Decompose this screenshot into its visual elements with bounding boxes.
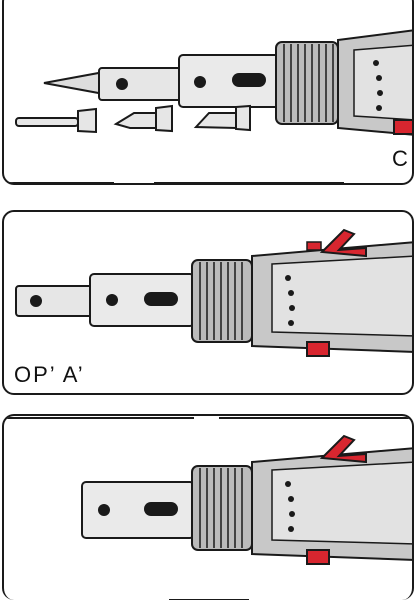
soldering-iron-with-tip xyxy=(4,29,412,183)
panel-2-caption: OP’ A’ xyxy=(14,362,85,387)
panel-1-tips: C xyxy=(2,0,414,185)
soldering-iron-hot-air-tip xyxy=(4,417,412,600)
panel-3-hot-air xyxy=(2,414,414,600)
panel-2-hot-knife: OP’ A’ xyxy=(2,210,414,395)
soldering-iron-knife-tip xyxy=(15,228,412,357)
panel-1-corner-letter: C xyxy=(392,146,410,171)
